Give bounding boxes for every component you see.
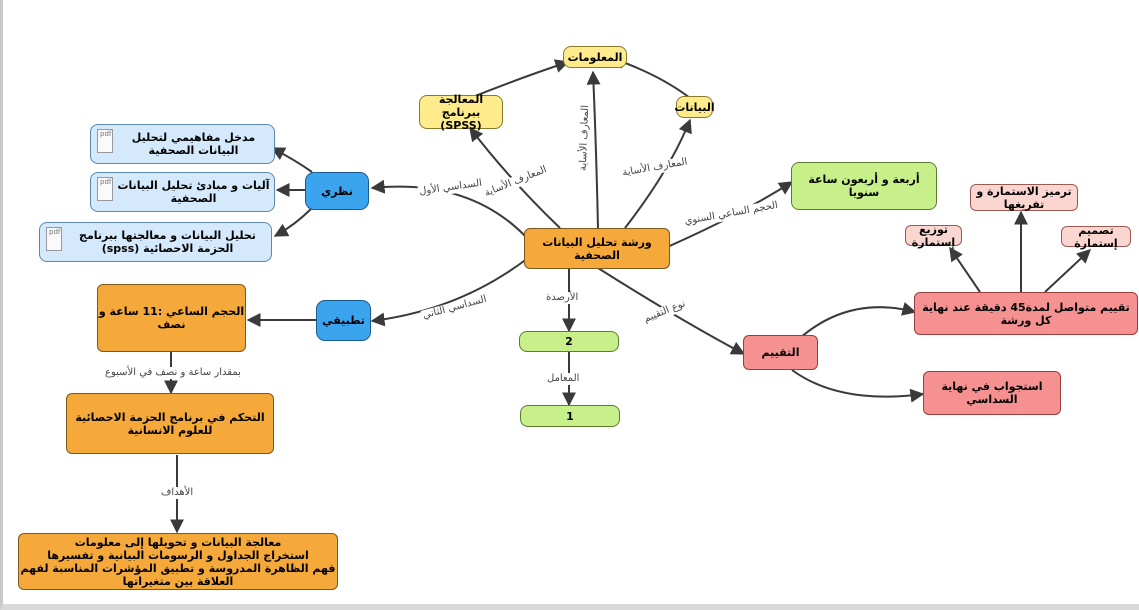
continuous-eval-label: تقييم متواصل لمدة45 دقيقة عند نهاية كل و… (922, 300, 1130, 327)
theory-item-2-label: آليات و مبادئ تحليل البيانات الصحفية (117, 179, 270, 205)
label-knowledge-info: المعارف الأساية (577, 103, 593, 173)
link-eval-exam (791, 369, 925, 403)
pdf-icon: pdf (97, 177, 113, 201)
link-theory-item3 (273, 207, 313, 237)
label-credits: الأرصدة (545, 292, 580, 304)
exam-node[interactable]: استجواب في نهاية السداسي (923, 371, 1061, 415)
spss-node[interactable]: المعالجة ببرنامج (SPSS) (419, 92, 503, 132)
distribute-node-label: توزيع إستمارة (911, 222, 956, 249)
design-node[interactable]: تصميم إستمارة (1061, 223, 1131, 250)
goals-node[interactable]: معالجة البيانات و تحويلها إلى معلومات اس… (18, 533, 338, 590)
link-spss-info (469, 59, 570, 99)
label-goals: الأهداف (160, 487, 195, 499)
coef-node[interactable]: 1 (520, 405, 620, 427)
control-node[interactable]: التحكم في برنامج الحزمة الاحصائية للعلوم… (66, 393, 274, 454)
center-node-label: ورشة تحليل البيانات الصحفية (542, 235, 652, 262)
coding-node[interactable]: ترميز الاستمارة و تفريغها (970, 184, 1078, 211)
continuous-eval-node[interactable]: تقييم متواصل لمدة45 دقيقة عند نهاية كل و… (914, 292, 1138, 335)
link-center-practice (370, 257, 529, 327)
info-node[interactable]: المعلومات (563, 46, 627, 68)
label-coef: المعامل (546, 373, 581, 385)
theory-node[interactable]: نظري (305, 172, 369, 210)
goal-2: استخراج الجداول و الرسومات البيانية و تف… (47, 548, 309, 562)
pdf-icon: pdf (97, 129, 113, 153)
pdf-icon: pdf (46, 227, 62, 251)
info-node-label: المعلومات (567, 50, 623, 64)
label-per-week: بمقدار ساعة و نصف في الأسبوع (104, 367, 242, 379)
goal-1: معالجة البيانات و تحويلها إلى معلومات (74, 535, 282, 549)
link-center-theory (370, 179, 528, 239)
spss-node-label: المعالجة ببرنامج (SPSS) (438, 92, 484, 132)
link-eval-continuous (799, 302, 917, 339)
hours-node-label: الحجم الساعي :11 ساعة و نصف (98, 305, 245, 331)
theory-item-1[interactable]: pdf مدخل مفاهيمي لتحليل البيانات الصحفية (90, 124, 275, 164)
exam-node-label: استجواب في نهاية السداسي (941, 380, 1043, 406)
goal-3: فهم الظاهرة المدروسة و تطبيق المؤشرات ال… (20, 561, 336, 588)
weekly-hours-node[interactable]: أربعة و أربعون ساعة سنويا (791, 162, 937, 210)
credits-node[interactable]: 2 (519, 331, 619, 352)
design-node-label: تصميم إستمارة (1074, 223, 1118, 250)
center-node[interactable]: ورشة تحليل البيانات الصحفية (524, 228, 670, 269)
theory-item-3[interactable]: pdf تحليل البيانات و معالجتها ببرنامج الح… (39, 222, 272, 262)
theory-item-1-label: مدخل مفاهيمي لتحليل البيانات الصحفية (131, 131, 256, 157)
distribute-node[interactable]: توزيع إستمارة (905, 222, 962, 249)
data-node-label: البيانات (674, 100, 715, 114)
link-theory-item1 (270, 147, 313, 173)
link-center-info (586, 70, 601, 229)
practice-node-label: تطبيقي (322, 314, 365, 327)
link-continuous-distribute (949, 246, 981, 293)
link-center-eval (597, 267, 746, 355)
weekly-hours-label: أربعة و أربعون ساعة سنويا (808, 173, 920, 199)
control-node-label: التحكم في برنامج الحزمة الاحصائية للعلوم… (75, 410, 265, 437)
eval-node[interactable]: التقييم (743, 335, 818, 370)
coef-value: 1 (566, 409, 574, 423)
theory-item-3-label: تحليل البيانات و معالجتها ببرنامج الحزمة… (79, 229, 256, 255)
coding-node-label: ترميز الاستمارة و تفريغها (976, 184, 1072, 211)
theory-node-label: نظري (321, 184, 353, 198)
eval-node-label: التقييم (761, 346, 800, 359)
data-node[interactable]: البيانات (674, 96, 715, 118)
credits-value: 2 (565, 335, 573, 348)
practice-node[interactable]: تطبيقي (316, 300, 371, 341)
hours-node[interactable]: الحجم الساعي :11 ساعة و نصف (97, 284, 246, 352)
link-continuous-design (1044, 249, 1092, 293)
